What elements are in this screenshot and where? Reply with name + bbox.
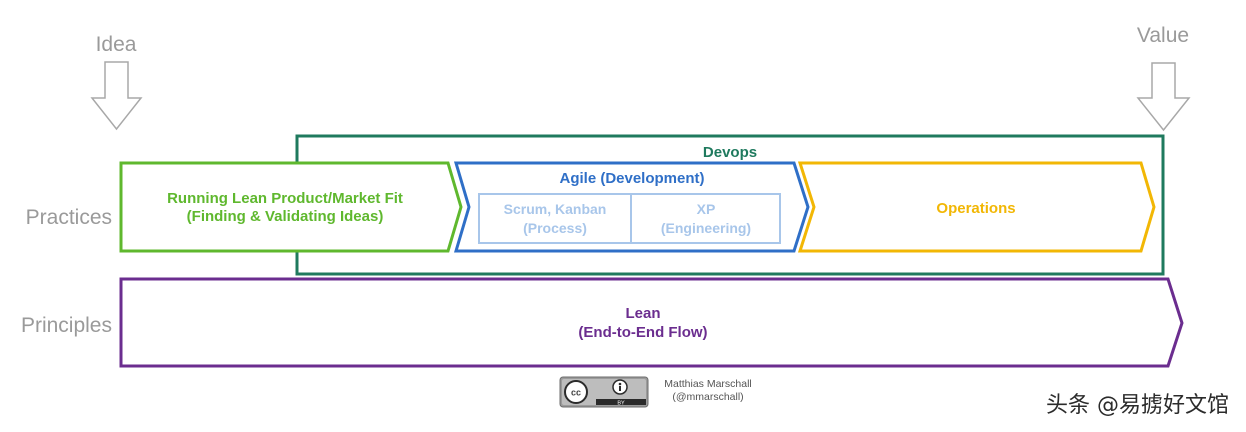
running-lean-line1: Running Lean Product/Market Fit	[167, 190, 403, 207]
lean-chevron	[119, 277, 1184, 368]
running-lean-line2: (Finding & Validating Ideas)	[187, 208, 384, 225]
lean-line1: Lean	[625, 305, 660, 322]
xp-line1: XP	[697, 201, 716, 217]
agile-title: Agile (Development)	[559, 170, 704, 187]
value-label: Value	[1137, 24, 1189, 47]
idea-label: Idea	[96, 33, 137, 56]
value-down-arrow-icon	[1136, 62, 1191, 132]
operations-label: Operations	[936, 200, 1015, 217]
principles-row-label: Principles	[21, 314, 112, 337]
author-handle: (@mmarschall)	[672, 391, 743, 403]
watermark-text: 头条 @易掳好文馆	[1046, 393, 1229, 418]
idea-down-arrow-icon	[90, 61, 143, 131]
cc-badge-text: cc	[571, 388, 581, 398]
by-badge-text: BY	[617, 401, 625, 407]
practices-row-label: Practices	[26, 206, 112, 229]
scrum-kanban-line2: (Process)	[523, 220, 587, 236]
agile-cells-box	[478, 193, 781, 244]
operations-chevron	[797, 161, 1156, 253]
xp-line2: (Engineering)	[661, 220, 751, 236]
devops-label: Devops	[703, 144, 757, 161]
cc-license-icon: cc BY	[559, 376, 649, 408]
lean-line2: (End-to-End Flow)	[578, 324, 707, 341]
scrum-kanban-line1: Scrum, Kanban	[504, 201, 607, 217]
author-name: Matthias Marschall	[664, 378, 752, 390]
running-lean-chevron	[119, 161, 463, 253]
